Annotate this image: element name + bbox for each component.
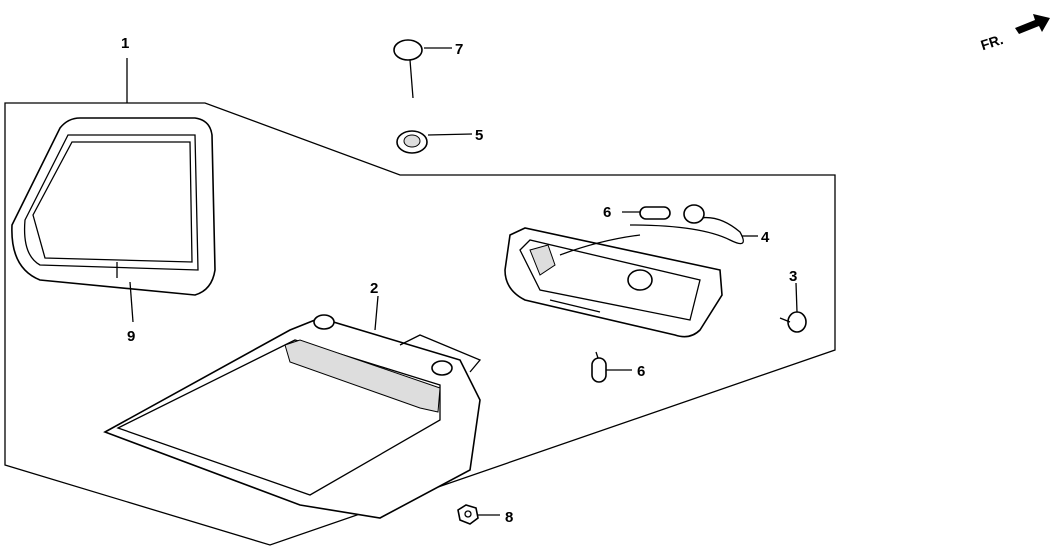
front-label: FR. bbox=[979, 31, 1005, 53]
callout-8: 8 bbox=[505, 509, 513, 526]
callout-6-upper: 6 bbox=[603, 204, 611, 221]
bulb-lower-part bbox=[591, 351, 607, 383]
callout-2: 2 bbox=[370, 280, 378, 297]
front-direction-indicator: FR. bbox=[979, 14, 1050, 53]
grommet-part bbox=[396, 130, 428, 154]
bulb-upper-part bbox=[639, 206, 671, 220]
bracket-harness-part bbox=[504, 204, 744, 338]
callout-4: 4 bbox=[761, 229, 770, 246]
front-arrow-icon bbox=[1015, 14, 1050, 34]
callout-5: 5 bbox=[475, 127, 483, 144]
callout-1: 1 bbox=[121, 35, 129, 52]
screw-part bbox=[393, 39, 423, 99]
callout-9: 9 bbox=[127, 328, 135, 345]
bulb-socket-part bbox=[779, 311, 807, 333]
housing-part bbox=[103, 314, 482, 519]
assembly-outline bbox=[4, 58, 836, 546]
nut-part bbox=[457, 504, 479, 525]
lens-gasket-part bbox=[11, 117, 216, 296]
callout-3: 3 bbox=[789, 268, 797, 285]
callout-7: 7 bbox=[455, 41, 463, 58]
callout-6-lower: 6 bbox=[637, 363, 645, 380]
